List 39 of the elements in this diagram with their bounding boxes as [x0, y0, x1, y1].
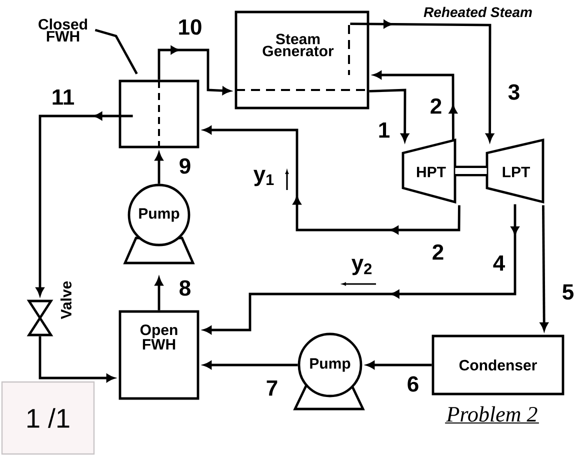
arrow — [366, 361, 432, 369]
arrow — [158, 46, 231, 95]
arrow — [203, 204, 519, 334]
flow-fraction: y$_{2}$ — [352, 258, 372, 276]
heater-box — [118, 80, 200, 148]
shaft — [455, 166, 487, 176]
state-number: 8 — [178, 279, 192, 297]
problem-title: Problem 2 — [444, 406, 540, 424]
arrow — [369, 88, 409, 142]
leader-line — [94, 28, 138, 74]
arrow — [36, 112, 133, 296]
arrow — [373, 71, 458, 140]
arrow — [350, 20, 494, 142]
state-number: 10 — [176, 18, 204, 36]
state-number: 11 — [50, 88, 76, 106]
state-number: 9 — [178, 157, 192, 175]
condenser-box: Condenser — [432, 334, 564, 396]
state-number: 3 — [506, 83, 522, 101]
arrow — [540, 205, 548, 331]
arrow — [155, 277, 163, 310]
state-number: 4 — [492, 254, 506, 272]
state-number: 2 — [428, 97, 444, 115]
arrow — [203, 361, 298, 369]
page-indicator: 1 /1 — [1, 381, 95, 455]
flow-fraction: y$_{1}$ — [254, 170, 274, 186]
state-number: 1 — [376, 121, 392, 139]
state-number: 5 — [560, 283, 576, 301]
side-label: Valve — [60, 281, 72, 320]
arrow — [38, 336, 115, 382]
callout-text: Closed FWH — [38, 18, 87, 42]
state-number: 2 — [430, 243, 446, 261]
steam-generator-box: Steam Generator — [234, 10, 370, 110]
arrow — [155, 152, 163, 184]
valve-symbol — [26, 300, 54, 336]
arrow — [203, 126, 460, 234]
flow-label: Reheated Steam — [424, 6, 532, 18]
state-number: 7 — [264, 379, 280, 397]
state-number: 6 — [406, 375, 420, 393]
heater-box: Open FWH — [118, 310, 200, 400]
